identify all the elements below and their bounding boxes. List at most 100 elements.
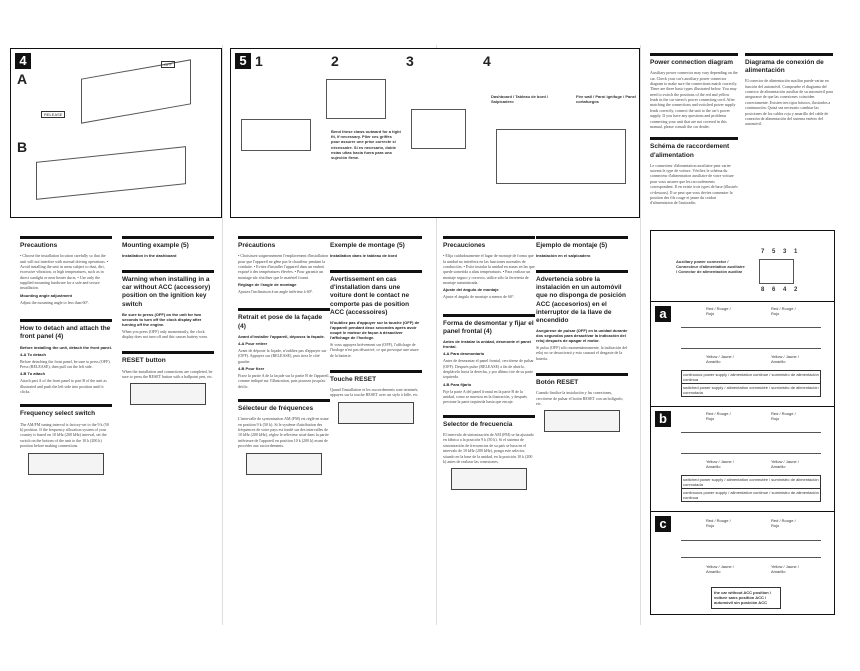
fr-col-2: Exemple de montage (5) Installation dans… bbox=[330, 228, 422, 428]
subheading: Installation dans le tableau de bord bbox=[330, 253, 397, 259]
wires bbox=[681, 540, 821, 558]
yellow-label: Yellow / Jaune / Amarillo bbox=[771, 354, 799, 365]
table-row: continuous power supply / alimentation c… bbox=[681, 488, 821, 503]
dashboard-label: Dashboard / Tableau de bord / Salpicader… bbox=[491, 94, 549, 105]
heading: Retrait et pose de la façade (4) bbox=[238, 314, 323, 330]
text: When you press (OFF) only momentarily, t… bbox=[122, 328, 208, 340]
red-label: Red / Rouge / Rojo bbox=[706, 306, 731, 317]
step-4: 4 bbox=[483, 53, 491, 69]
heading: Touche RESET bbox=[330, 375, 377, 383]
en-col-2: Mounting example (5) Installation in the… bbox=[122, 228, 214, 409]
subheading: N'oubliez pas d'appuyer sur la touche (O… bbox=[330, 319, 420, 340]
heading: Warning when installing in a car without… bbox=[122, 276, 211, 308]
es-col-1: Precauciones • Elija cuidadosamente el l… bbox=[443, 228, 535, 494]
heading: Diagrama de conexión de alimentación bbox=[745, 59, 824, 75]
sleeve-drawing bbox=[241, 119, 311, 151]
power-connection-diagram: Auxiliary power connector / Connecteur d… bbox=[650, 230, 835, 615]
subheading: 4-B Para fijarlo bbox=[443, 381, 472, 387]
text: When the installation and connections ar… bbox=[122, 368, 213, 379]
claws-note: Bend these claws outward for a tight fit… bbox=[331, 129, 401, 160]
text: Attach part A of the front panel to part… bbox=[20, 378, 107, 395]
en-col-1: Precautions • Choose the installation lo… bbox=[20, 228, 112, 479]
subheading: Réglage de l'angle de montage bbox=[238, 282, 297, 288]
yellow-label: Yellow / Jaune / Amarillo bbox=[771, 459, 799, 470]
subheading: Mounting angle adjustment bbox=[20, 292, 72, 298]
fr-col-1: Précautions • Choisissez soigneusement l… bbox=[238, 228, 330, 479]
unit-drawing bbox=[36, 146, 186, 200]
text: Before detaching the front panel, be sur… bbox=[20, 358, 111, 369]
red-label: Red / Rouge / Rojo bbox=[706, 411, 731, 422]
heading: Sélecteur de fréquences bbox=[238, 405, 314, 413]
installation-drawing bbox=[496, 129, 626, 184]
text: • Choose the installation location caref… bbox=[20, 253, 109, 291]
text: Ajuste el ángulo de montaje a menos de 6… bbox=[443, 294, 515, 300]
heading: Mounting example (5) bbox=[122, 242, 189, 249]
section-label: c bbox=[655, 516, 671, 532]
text: • Choisissez soigneusement l'emplacement… bbox=[238, 253, 328, 280]
yellow-label: Yellow / Jaune / Amarillo bbox=[706, 354, 734, 365]
heading: Forma de desmontar y fijar el panel fron… bbox=[443, 319, 534, 335]
figure-5: 5 1 2 3 4 Bend these claws outward for a… bbox=[230, 48, 640, 218]
heading: How to detach and attach the front panel… bbox=[20, 325, 111, 341]
heading: Avertissement en cas d'installation dans… bbox=[330, 276, 410, 316]
table-row: switched power supply / alimentation com… bbox=[681, 383, 821, 398]
heading: Précautions bbox=[238, 242, 276, 249]
figure-4: 4 A B OFF RELEASE bbox=[10, 48, 222, 218]
text: Le connecteur d'alimentation auxiliaire … bbox=[650, 162, 738, 206]
text: Si vous appuyez brièvement sur (OFF), l'… bbox=[330, 341, 419, 358]
firewall-label: Fire wall / Paroi ignifuge / Panel corta… bbox=[576, 94, 637, 105]
subheading: Installation in the dashboard bbox=[122, 253, 177, 259]
text: Ajustez l'inclinaison à un angle inférie… bbox=[238, 289, 314, 295]
figure-number: 4 bbox=[15, 53, 31, 69]
subheading: Asegúrese de pulsar (OFF) en la unidad d… bbox=[536, 327, 628, 343]
reset-drawing bbox=[544, 410, 620, 433]
reset-drawing bbox=[130, 383, 206, 406]
release-label: RELEASE bbox=[41, 111, 66, 119]
section-label: b bbox=[655, 411, 671, 427]
text: Adjust the mounting angle to less than 6… bbox=[20, 299, 90, 305]
text: Auxiliary power connector may vary depen… bbox=[650, 70, 738, 130]
pins-top: 7 5 3 1 bbox=[761, 249, 801, 255]
screwdriver-drawing bbox=[246, 452, 322, 475]
section-a: a Red / Rouge / Rojo Red / Rouge / Rojo … bbox=[651, 301, 834, 398]
figure-label-a: A bbox=[17, 71, 28, 87]
yellow-label: Yellow / Jaune / Amarillo bbox=[706, 564, 734, 575]
section-c: c Red / Rouge / Rojo Red / Rouge / Rojo … bbox=[651, 511, 834, 615]
heading: Precautions bbox=[20, 242, 58, 249]
step-3: 3 bbox=[406, 53, 414, 69]
subheading: 4-A To detach bbox=[20, 351, 47, 357]
text: Quand l'installation et les raccordement… bbox=[330, 387, 419, 398]
power-col-1: Power connection diagram Auxiliary power… bbox=[650, 45, 738, 208]
heading: Precauciones bbox=[443, 242, 486, 249]
yellow-label: Yellow / Jaune / Amarillo bbox=[706, 459, 734, 470]
text: Cuando finalice la instalación y las con… bbox=[536, 390, 624, 406]
power-col-2: Diagrama de conexión de alimentación El … bbox=[745, 45, 833, 129]
subheading: 4-A Pour retirer bbox=[238, 340, 268, 346]
heading: Power connection diagram bbox=[650, 59, 734, 66]
subheading: 4-A Para desmontarlo bbox=[443, 351, 485, 357]
front-panel-drawing bbox=[81, 59, 191, 124]
wires bbox=[681, 327, 821, 349]
heading: Selector de frecuencia bbox=[443, 420, 513, 428]
red-label: Red / Rouge / Rojo bbox=[706, 518, 731, 529]
screwdriver-drawing bbox=[28, 452, 104, 475]
reset-drawing bbox=[338, 401, 414, 424]
subheading: Ajuste del ángulo de montaje bbox=[443, 287, 499, 293]
text: L'intervalle de syntonisation AM (FM) es… bbox=[238, 416, 329, 449]
subheading: Instalación en el salpicadero bbox=[536, 253, 591, 259]
text: Fixez la partie A de la façade sur la pa… bbox=[238, 372, 330, 389]
subheading: 4-B To attach bbox=[20, 371, 46, 377]
text: Avant de déposer la façade, n'oubliez pa… bbox=[238, 347, 327, 364]
red-label: Red / Rouge / Rojo bbox=[771, 518, 796, 529]
heading: RESET button bbox=[122, 357, 166, 365]
figure-number: 5 bbox=[235, 53, 251, 69]
dashboard-drawing bbox=[326, 79, 386, 119]
off-label: OFF bbox=[161, 61, 175, 69]
heading: Advertencia sobre la instalación en un a… bbox=[536, 276, 626, 324]
es-col-2: Ejemplo de montaje (5) Instalación en el… bbox=[536, 228, 628, 436]
yellow-label: Yellow / Jaune / Amarillo bbox=[771, 564, 799, 575]
subheading: Be sure to press (OFF) on the unit for t… bbox=[122, 311, 202, 327]
step-2: 2 bbox=[331, 53, 339, 69]
section-label: a bbox=[655, 306, 671, 322]
connector-drawing bbox=[759, 259, 794, 284]
